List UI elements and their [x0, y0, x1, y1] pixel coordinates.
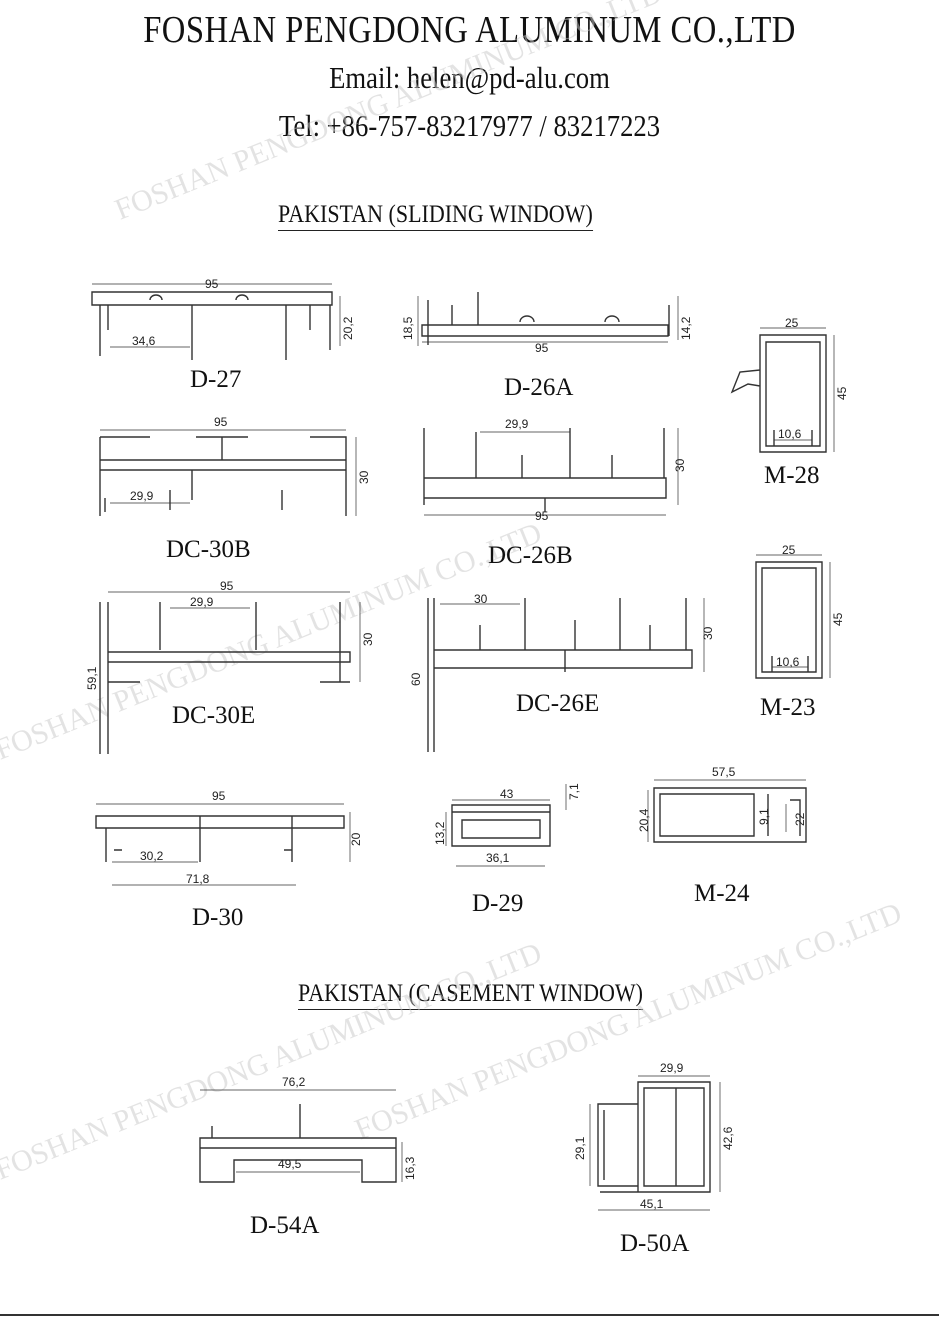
dim-label: 60: [409, 672, 423, 686]
profile-dc26b: 29,9 30 95: [423, 417, 687, 523]
company-email: Email: helen@pd-alu.com: [329, 60, 610, 95]
profile-label-dc26e: DC-26E: [516, 690, 600, 717]
dim-label: 20: [349, 832, 363, 846]
dim-label: 22: [793, 812, 807, 826]
dim-label: 14,2: [679, 316, 693, 340]
dim-label: 95: [212, 789, 226, 803]
watermark-text: FOSHAN PENGDONG ALUMINUM CO.,LTD: [110, 0, 666, 226]
dim-label: 29,1: [573, 1136, 587, 1160]
dim-label: 9,1: [757, 808, 771, 825]
profile-d29: 43 7,1 13,2 36,1: [433, 783, 581, 867]
dim-label: 30: [673, 458, 687, 472]
profile-label-dc30e: DC-30E: [172, 702, 256, 729]
dim-label: 13,2: [433, 821, 447, 845]
dim-label: 29,9: [130, 489, 154, 503]
profile-m28: 25 45 10,6: [730, 316, 849, 453]
dim-label: 30: [701, 626, 715, 640]
profile-d50a: 29,9 42,6 29,1 45,1: [573, 1061, 735, 1211]
profile-label-d27: D-27: [190, 366, 242, 393]
profile-label-dc30b: DC-30B: [166, 536, 251, 563]
watermark-layer: FOSHAN PENGDONG ALUMINUM CO.,LTD FOSHAN …: [0, 0, 906, 1186]
profile-label-dc26b: DC-26B: [488, 542, 573, 569]
profile-label-d30: D-30: [192, 904, 244, 931]
dim-label: 16,3: [403, 1156, 417, 1180]
dim-label: 57,5: [712, 765, 736, 779]
dim-label: 36,1: [486, 851, 510, 865]
dim-label: 45,1: [640, 1197, 664, 1211]
dim-label: 59,1: [85, 666, 99, 690]
profile-label-m24: M-24: [694, 880, 750, 907]
dim-label: 25: [785, 316, 799, 330]
profile-m24: 57,5 20,4 9,1 22: [637, 765, 807, 843]
profile-label-d50a: D-50A: [620, 1230, 690, 1257]
dim-label: 30: [474, 592, 488, 606]
dim-label: 10,6: [778, 427, 802, 441]
dim-label: 7,1: [567, 783, 581, 800]
profile-dc30b: 95 30 29,9: [99, 415, 371, 516]
dim-label: 18,5: [401, 316, 415, 340]
profile-m23: 25 45 10,6: [755, 543, 845, 679]
profile-d54a: 76,2 49,5 16,3: [199, 1075, 417, 1183]
profile-label-m23: M-23: [760, 694, 816, 721]
dim-label: 95: [205, 277, 219, 291]
dim-label: 45: [835, 386, 849, 400]
dim-label: 42,6: [721, 1126, 735, 1150]
profile-label-m28: M-28: [764, 462, 820, 489]
profile-label-d26a: D-26A: [504, 374, 574, 401]
dim-label: 71,8: [186, 872, 210, 886]
profile-label-d54a: D-54A: [250, 1212, 320, 1239]
watermark-text: FOSHAN PENGDONG ALUMINUM CO.,LTD: [350, 896, 906, 1146]
profile-label-d29: D-29: [472, 890, 524, 917]
dim-label: 20,2: [341, 316, 355, 340]
bottom-rule: [0, 1314, 939, 1316]
dim-label: 49,5: [278, 1157, 302, 1171]
dim-label: 10,6: [776, 655, 800, 669]
dim-label: 25: [782, 543, 796, 557]
dim-label: 45: [831, 612, 845, 626]
company-phone: Tel: +86-757-83217977 / 83217223: [278, 108, 661, 143]
dim-label: 95: [535, 509, 549, 523]
dim-label: 29,9: [505, 417, 529, 431]
section-title-casement-window: PAKISTAN (CASEMENT WINDOW): [298, 980, 643, 1010]
watermark-text: FOSHAN PENGDONG ALUMINUM CO.,LTD: [0, 936, 546, 1186]
watermark-text: FOSHAN PENGDONG ALUMINUM CO.,LTD: [0, 516, 546, 766]
section-title-sliding-window: PAKISTAN (SLIDING WINDOW): [278, 201, 593, 231]
dim-label: 95: [535, 341, 549, 355]
profile-dc26e: 30 30 60: [409, 592, 715, 752]
dim-label: 30,2: [140, 849, 164, 863]
company-name: FOSHAN PENGDONG ALUMINUM CO.,LTD: [143, 9, 796, 51]
dim-label: 95: [214, 415, 228, 429]
dim-label: 30: [357, 470, 371, 484]
dim-label: 29,9: [190, 595, 214, 609]
dim-label: 76,2: [282, 1075, 306, 1089]
dim-label: 20,4: [637, 808, 651, 832]
dim-label: 95: [220, 579, 234, 593]
profile-dc30e: 95 29,9 30 59,1: [85, 579, 375, 754]
dim-label: 29,9: [660, 1061, 684, 1075]
profile-d27: 95 20,2 34,6: [91, 277, 355, 360]
dim-label: 30: [361, 632, 375, 646]
profile-d30: 95 20 30,2 71,8: [95, 789, 363, 886]
profile-d26a: 18,5 14,2 95: [401, 292, 693, 355]
dim-label: 34,6: [132, 334, 156, 348]
dim-label: 43: [500, 787, 514, 801]
